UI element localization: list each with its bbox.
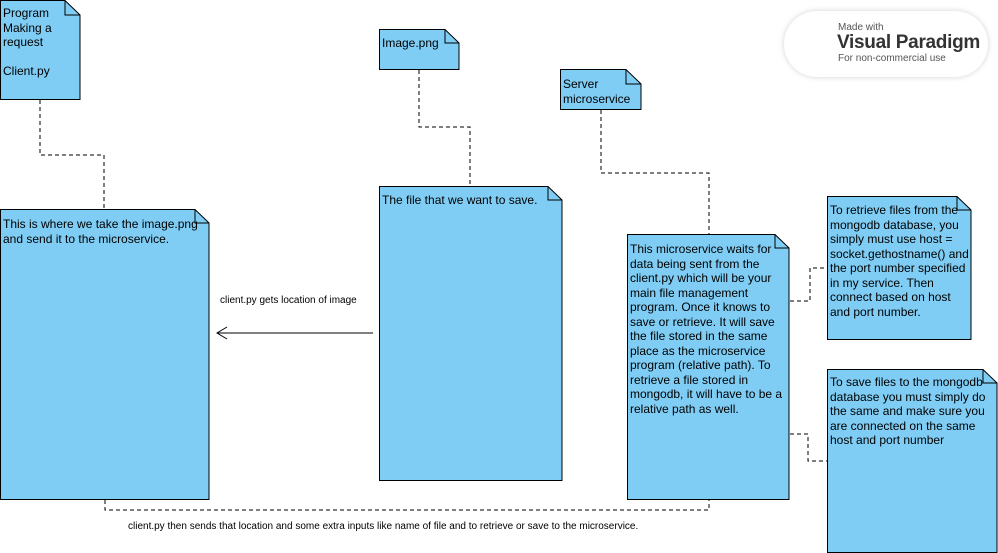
- connector-server-to-micro: [600, 110, 710, 234]
- note-image: [379, 29, 460, 70]
- note-retrieve: [827, 196, 972, 340]
- connector-image-to-file: [418, 70, 471, 186]
- note-server-text: Server microservice: [563, 77, 631, 106]
- note-micro-text: This microservice waits for data being s…: [630, 242, 783, 416]
- note-program: [0, 0, 81, 100]
- note-server: [560, 69, 642, 110]
- watermark-subtitle: For non-commercial use: [838, 53, 946, 64]
- note-client-text: This is where we take the image.png and …: [3, 217, 198, 246]
- watermark-brand: Visual Paradigm: [837, 32, 980, 53]
- note-save-text: To save files to the mongodb database yo…: [830, 375, 986, 447]
- arrow-label: client.py gets location of image: [220, 295, 357, 306]
- bottom-connector-label: client.py then sends that location and s…: [128, 521, 639, 532]
- note-image-text: Image.png: [382, 36, 439, 50]
- note-file: [379, 186, 563, 481]
- connector-micro-to-save: [790, 433, 827, 462]
- note-retrieve-text: To retrieve files from the mongodb datab…: [830, 203, 969, 319]
- connector-client-to-micro: [104, 500, 710, 511]
- connector-micro-to-retrieve: [790, 267, 828, 302]
- connector-program-to-client: [39, 100, 105, 210]
- note-micro: [627, 234, 790, 500]
- watermark-made-with: Made with: [838, 22, 884, 33]
- note-save: [827, 369, 998, 553]
- note-program-text: Program Making a request Client.py: [3, 6, 52, 78]
- watermark-badge: [784, 11, 988, 77]
- arrow-file-to-client: [216, 326, 373, 340]
- note-file-text: The file that we want to save.: [382, 193, 538, 207]
- note-client: [0, 209, 210, 500]
